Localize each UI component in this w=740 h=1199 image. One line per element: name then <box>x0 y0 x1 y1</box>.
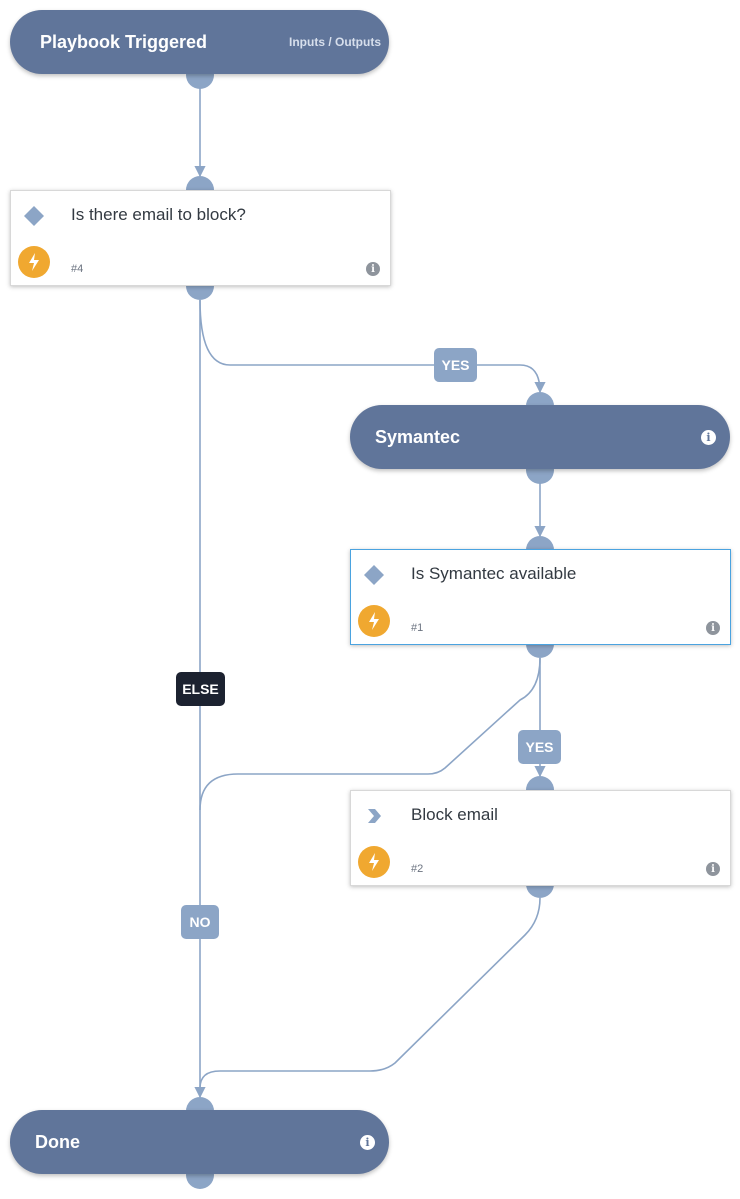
lightning-bolt-icon <box>18 246 50 278</box>
task-number: #1 <box>411 622 424 634</box>
edge-block-to-done <box>199 897 541 1089</box>
diamond-icon <box>364 565 384 585</box>
info-icon[interactable]: i <box>366 262 380 276</box>
edge-label-else[interactable]: ELSE <box>176 672 225 706</box>
symantec-section-node[interactable]: Symantec i <box>350 405 730 469</box>
task-title: Is there email to block? <box>71 205 246 224</box>
task-number: #2 <box>411 863 424 875</box>
node-title: Done <box>35 1131 80 1152</box>
edge-q-email-yes-to-symantec <box>199 299 546 394</box>
task-number: #4 <box>71 263 84 275</box>
info-icon[interactable]: i <box>360 1134 375 1150</box>
playbook-triggered-node[interactable]: Playbook Triggered Inputs / Outputs <box>10 10 389 74</box>
condition-task-email-to-block[interactable]: Is there email to block? #4 i <box>10 190 391 286</box>
info-icon[interactable]: i <box>706 621 720 635</box>
task-title: Is Symantec available <box>411 564 577 583</box>
condition-task-symantec-available[interactable]: Is Symantec available #1 i <box>350 549 731 645</box>
node-title: Playbook Triggered <box>40 31 208 52</box>
edge-label-yes[interactable]: YES <box>434 348 477 382</box>
info-icon[interactable]: i <box>701 429 716 445</box>
diamond-icon <box>24 206 44 226</box>
edge-q-symantec-no-to-done <box>199 657 541 811</box>
task-title: Block email <box>411 805 498 824</box>
edge-label-yes[interactable]: YES <box>518 730 561 764</box>
info-icon[interactable]: i <box>706 862 720 876</box>
node-title: Symantec <box>375 426 461 447</box>
done-node[interactable]: Done i <box>10 1110 389 1174</box>
lightning-bolt-icon <box>358 605 390 637</box>
edge-label-no[interactable]: NO <box>181 905 219 939</box>
chevron-icon <box>368 809 381 823</box>
lightning-bolt-icon <box>358 846 390 878</box>
action-task-block-email[interactable]: Block email #2 i <box>350 790 731 886</box>
inputs-outputs-link[interactable]: Inputs / Outputs <box>289 35 381 49</box>
